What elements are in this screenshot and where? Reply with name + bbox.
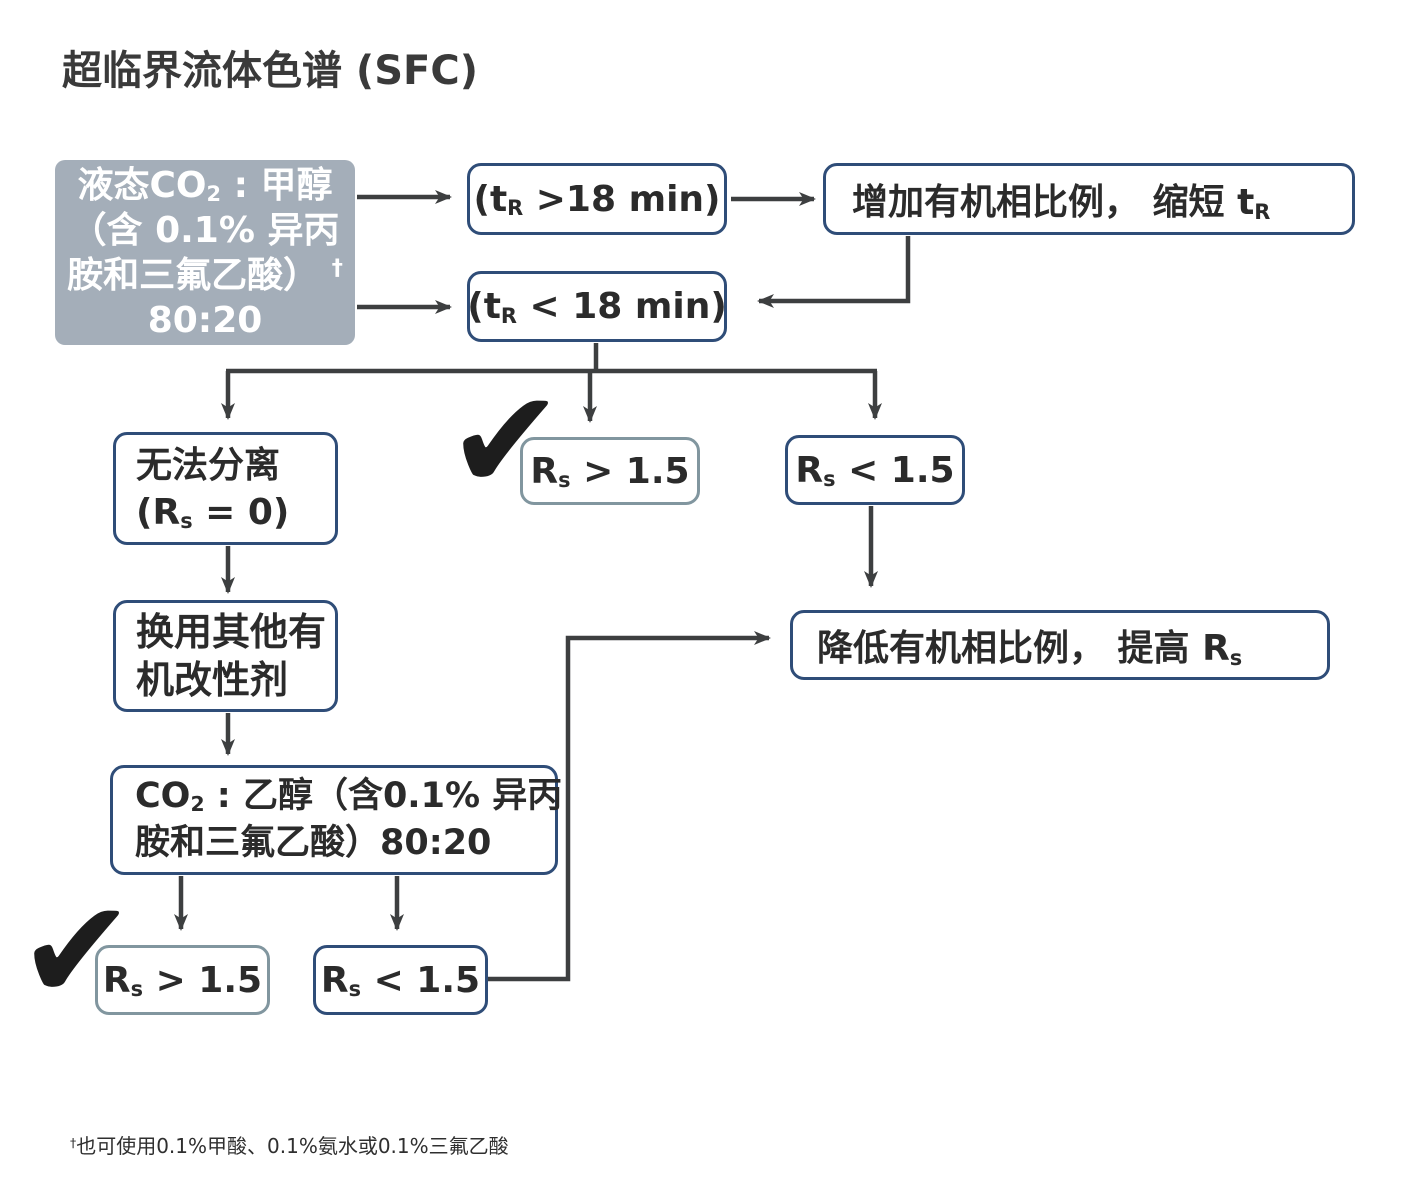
retention-lt18-box: (tR < 18 min) bbox=[467, 271, 727, 342]
change-modifier-line: 机改性剂 bbox=[136, 658, 289, 702]
rs-lt15-box-top: Rs < 1.5 bbox=[785, 435, 965, 505]
rs-gt15-box-bottom: Rs > 1.5 bbox=[95, 945, 270, 1015]
rs-lt15-label: Rs < 1.5 bbox=[320, 959, 481, 1002]
start-mobile-phase-box: 液态CO2 : 甲醇 （含 0.1% 异丙 胺和三氟乙酸） † 80:20 bbox=[55, 160, 355, 345]
no-separation-box: 无法分离 (Rs = 0) bbox=[113, 432, 338, 545]
co2-ethanol-line: 胺和三氟乙酸）80:20 bbox=[135, 823, 492, 863]
increase-organic-label: 增加有机相比例， 缩短 tR bbox=[852, 182, 1271, 224]
footnote: †也可使用0.1%甲酸、0.1%氨水或0.1%三氟乙酸 bbox=[70, 1134, 509, 1158]
rs-lt15-label: Rs < 1.5 bbox=[795, 449, 955, 492]
checkmark-icon: ✔ bbox=[18, 870, 136, 1033]
rs-gt15-box-top: Rs > 1.5 bbox=[520, 437, 700, 505]
co2-ethanol-box: CO2 : 乙醇（含0.1% 异丙 胺和三氟乙酸）80:20 bbox=[110, 765, 562, 875]
retention-gt18-label: (tR >18 min) bbox=[473, 178, 721, 221]
no-separation-line: 无法分离 bbox=[136, 444, 281, 486]
retention-gt18-box: (tR >18 min) bbox=[467, 163, 727, 235]
start-box-line: 胺和三氟乙酸） † bbox=[67, 254, 343, 296]
connector-increase-to-lt18 bbox=[757, 236, 911, 308]
start-box-line: 80:20 bbox=[147, 299, 263, 341]
co2-ethanol-line: CO2 : 乙醇（含0.1% 异丙 bbox=[135, 776, 563, 817]
change-modifier-line: 换用其他有 bbox=[136, 610, 327, 654]
rs-gt15-label: Rs > 1.5 bbox=[530, 450, 690, 493]
start-box-line: 液态CO2 : 甲醇 bbox=[77, 164, 333, 207]
connector-bottom-rs-lt15-to-decrease bbox=[488, 631, 771, 982]
retention-lt18-label: (tR < 18 min) bbox=[467, 286, 727, 328]
start-box-line: （含 0.1% 异丙 bbox=[70, 209, 340, 251]
rs-gt15-label: Rs > 1.5 bbox=[102, 959, 263, 1002]
increase-organic-box: 增加有机相比例， 缩短 tR bbox=[823, 163, 1355, 235]
change-modifier-box: 换用其他有 机改性剂 bbox=[113, 600, 338, 712]
decrease-organic-label: 降低有机相比例， 提高 Rs bbox=[817, 628, 1243, 670]
decrease-organic-box: 降低有机相比例， 提高 Rs bbox=[790, 610, 1330, 680]
rs-lt15-box-bottom: Rs < 1.5 bbox=[313, 945, 488, 1015]
checkmark-icon: ✔ bbox=[447, 360, 565, 523]
page-title: 超临界流体色谱 (SFC) bbox=[62, 48, 478, 94]
no-separation-line: (Rs = 0) bbox=[136, 491, 290, 534]
